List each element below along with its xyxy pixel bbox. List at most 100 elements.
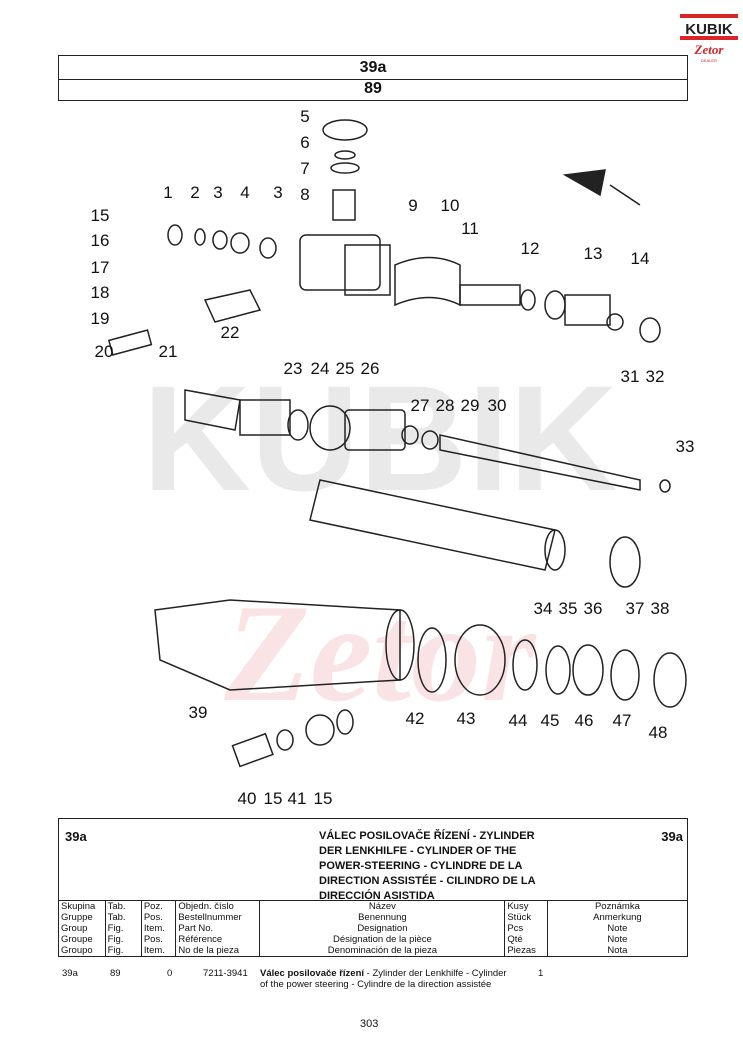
table-number-box: 89	[58, 78, 688, 101]
callout-15: 15	[91, 206, 110, 225]
callout-7: 7	[300, 159, 309, 178]
callout-33: 33	[676, 437, 695, 456]
svg-text:KUBIK: KUBIK	[685, 21, 733, 38]
column-header-label: Part No.	[178, 923, 214, 934]
callout-31: 31	[621, 367, 640, 386]
column-header-label: Skupina	[61, 901, 96, 912]
column-header-label: Désignation de la pièce	[333, 934, 432, 945]
callout-43: 43	[457, 709, 476, 728]
callout-26: 26	[361, 359, 380, 378]
callout-8: 8	[300, 185, 309, 204]
title-line: DIRECCIÓN ASISTIDA	[319, 890, 435, 902]
callout-47: 47	[613, 711, 632, 730]
part-group-title: VÁLEC POSILOVAČE ŘÍZENÍ - ZYLINDER DER L…	[319, 829, 579, 904]
callout-18: 18	[91, 283, 110, 302]
row-tab: 89	[110, 968, 121, 979]
callout-3: 3	[273, 183, 282, 202]
row-group: 39a	[62, 968, 78, 979]
callout-15: 15	[314, 789, 333, 808]
callout-16: 16	[91, 231, 110, 250]
row-pos: 0	[167, 968, 173, 979]
column-header-label: Group	[61, 923, 88, 934]
column-header-label: Groupe	[61, 934, 93, 945]
callout-44: 44	[509, 711, 528, 730]
callout-13: 13	[584, 244, 603, 263]
callout-15: 15	[264, 789, 283, 808]
title-line: DIRECTION ASSISTÉE - CILINDRO DE LA	[319, 875, 536, 887]
column-header-label: Note	[607, 923, 628, 934]
title-line: VÁLEC POSILOVAČE ŘÍZENÍ - ZYLINDER	[319, 830, 535, 842]
column-header-label: Piezas	[507, 945, 536, 956]
row-name-cz: Válec posilovače řízení	[260, 968, 365, 979]
callout-10: 10	[441, 196, 460, 215]
column-header-label: Groupo	[61, 945, 93, 956]
callout-36: 36	[584, 599, 603, 618]
callout-24: 24	[311, 359, 330, 378]
column-header-label: Item.	[143, 923, 165, 934]
watermark: KUBIK Zetor	[143, 354, 618, 731]
column-header-label: Poznámka	[594, 901, 640, 912]
column-header-label: Fig.	[107, 923, 124, 934]
callout-12: 12	[521, 239, 540, 258]
callout-45: 45	[541, 711, 560, 730]
column-header-label: Pos.	[143, 934, 163, 945]
column-header-label: Fig.	[107, 945, 124, 956]
column-header-label: Název	[368, 901, 396, 912]
svg-text:Zetor: Zetor	[223, 576, 537, 731]
column-header: Tab.Tab.Fig.Fig.Fig.	[104, 900, 142, 957]
callout-25: 25	[336, 359, 355, 378]
row-qty: 1	[538, 968, 544, 979]
column-header-label: Denominación de la pieza	[327, 945, 438, 956]
callout-6: 6	[300, 133, 309, 152]
column-header-label: Anmerkung	[593, 912, 642, 923]
callout-19: 19	[91, 309, 110, 328]
row-name-translations: - Zylinder der Lenkhilfe - Cylinder of t…	[260, 968, 507, 990]
title-line: DER LENKHILFE - CYLINDER OF THE	[319, 845, 517, 857]
column-header-label: Note	[607, 934, 628, 945]
callout-40: 40	[238, 789, 257, 808]
column-header-label: Gruppe	[61, 912, 93, 923]
callout-48: 48	[649, 723, 668, 742]
column-header-label: Tab.	[107, 912, 126, 923]
title-block: 39a 39a VÁLEC POSILOVAČE ŘÍZENÍ - ZYLIND…	[58, 818, 688, 904]
callout-28: 28	[436, 396, 455, 415]
column-header-label: Designation	[357, 923, 408, 934]
callout-4: 4	[240, 183, 249, 202]
exploded-parts-diagram: KUBIK Zetor	[91, 107, 695, 808]
callout-46: 46	[575, 711, 594, 730]
callout-2: 2	[190, 183, 199, 202]
group-right: 39a	[661, 829, 683, 844]
group-number: 39a	[359, 59, 387, 76]
svg-text:KUBIK: KUBIK	[143, 354, 618, 522]
table-number: 89	[364, 80, 382, 97]
column-header-label: Objedn. číslo	[178, 901, 234, 912]
column-header-label: Fig.	[107, 934, 124, 945]
callout-37: 37	[626, 599, 645, 618]
callout-14: 14	[631, 249, 650, 268]
callout-23: 23	[284, 359, 303, 378]
column-header-label: No de la pieza	[178, 945, 240, 956]
column-header-label: Qté	[507, 934, 523, 945]
callout-38: 38	[651, 599, 670, 618]
callout-3: 3	[213, 183, 222, 202]
row-name: Válec posilovače řízení - Zylinder der L…	[260, 968, 515, 990]
title-line: POWER-STEERING - CYLINDRE DE LA	[319, 860, 523, 872]
column-header-label: Kusy	[507, 901, 529, 912]
callout-11: 11	[461, 219, 479, 238]
callout-32: 32	[646, 367, 665, 386]
kubik-zetor-logo: KUBIK Zetor DEALER	[680, 14, 738, 63]
column-header-label: Nota	[607, 945, 628, 956]
callout-27: 27	[411, 396, 430, 415]
column-header-label: Stück	[507, 912, 532, 923]
column-header-label: Item.	[143, 945, 165, 956]
column-header-label: Bestellnummer	[178, 912, 242, 923]
callout-41: 41	[288, 789, 307, 808]
callout-34: 34	[534, 599, 553, 618]
row-part-no: 7211-3941	[203, 968, 248, 979]
callout-22: 22	[221, 323, 240, 342]
callout-39: 39	[189, 703, 208, 722]
